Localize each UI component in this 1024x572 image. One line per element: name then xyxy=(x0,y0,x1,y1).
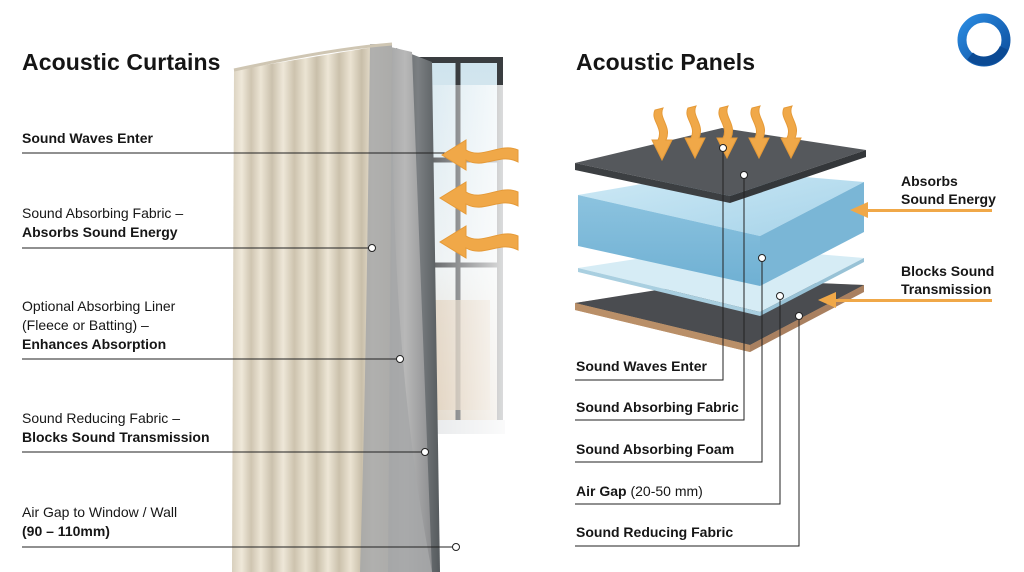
panel-label-sound-waves-text: Sound Waves Enter xyxy=(576,358,707,374)
curtain-label-liner-bold: Enhances Absorption xyxy=(22,336,167,352)
panel-label-absorbs-line1: Absorbs xyxy=(901,173,958,189)
curtain-label-reducing-fabric-bold: Blocks Sound Transmission xyxy=(22,429,210,445)
panels-title: Acoustic Panels xyxy=(576,49,756,75)
panel-label-blocks-line1: Blocks Sound xyxy=(901,263,995,279)
panel-label-air-gap: Air Gap (20-50 mm) xyxy=(576,482,703,500)
curtain-label-absorbing-fabric-bold: Absorbs Sound Energy xyxy=(22,224,178,240)
curtain-label-sound-waves: Sound Waves Enter xyxy=(22,129,153,148)
curtain-label-liner-text: Optional Absorbing Liner xyxy=(22,298,176,314)
curtain-label-liner-text2: (Fleece or Batting) – xyxy=(22,317,149,333)
panel-label-blocks: Blocks Sound Transmission xyxy=(901,262,994,298)
curtain-label-air-gap-bold: (90 – 110mm) xyxy=(22,523,110,539)
curtain-label-sound-waves-text: Sound Waves Enter xyxy=(22,130,153,146)
panel-label-absorbing-foam-text: Sound Absorbing Foam xyxy=(576,441,735,457)
panel-illustration xyxy=(575,128,866,352)
panel-label-absorbing-fabric: Sound Absorbing Fabric xyxy=(576,398,739,416)
curtain-label-absorbing-fabric-text: Sound Absorbing Fabric – xyxy=(22,205,184,221)
panel-label-absorbing-foam: Sound Absorbing Foam xyxy=(576,440,734,458)
panel-label-air-gap-bold: Air Gap xyxy=(576,483,627,499)
curtain-leader-lines xyxy=(22,152,456,548)
curtain-label-air-gap-text: Air Gap to Window / Wall xyxy=(22,504,178,520)
panel-label-absorbs-line2: Sound Energy xyxy=(901,191,996,207)
ring-logo-icon xyxy=(957,13,1011,67)
curtains-title: Acoustic Curtains xyxy=(22,49,221,75)
panel-wave-arrows xyxy=(651,105,802,162)
panel-label-absorbs: Absorbs Sound Energy xyxy=(901,172,996,208)
panel-label-reducing-fabric-text: Sound Reducing Fabric xyxy=(576,524,734,540)
panel-label-blocks-line2: Transmission xyxy=(901,281,992,297)
curtain-label-liner: Optional Absorbing Liner (Fleece or Batt… xyxy=(22,297,175,354)
curtain-label-reducing-fabric: Sound Reducing Fabric – Blocks Sound Tra… xyxy=(22,409,210,447)
panel-leader-dots xyxy=(719,144,803,320)
curtain-illustration xyxy=(232,42,440,572)
panel-label-sound-waves: Sound Waves Enter xyxy=(576,357,707,375)
curtain-label-absorbing-fabric: Sound Absorbing Fabric – Absorbs Sound E… xyxy=(22,204,183,242)
panel-label-reducing-fabric: Sound Reducing Fabric xyxy=(576,523,733,541)
panel-side-arrows xyxy=(818,202,992,308)
panel-label-absorbing-fabric-text: Sound Absorbing Fabric xyxy=(576,399,739,415)
curtain-label-reducing-fabric-text: Sound Reducing Fabric – xyxy=(22,410,180,426)
curtain-wave-arrows xyxy=(439,139,519,259)
panel-label-air-gap-normal: (20-50 mm) xyxy=(626,483,703,499)
panel-leader-lines xyxy=(575,148,800,547)
curtain-label-air-gap: Air Gap to Window / Wall (90 – 110mm) xyxy=(22,503,177,541)
